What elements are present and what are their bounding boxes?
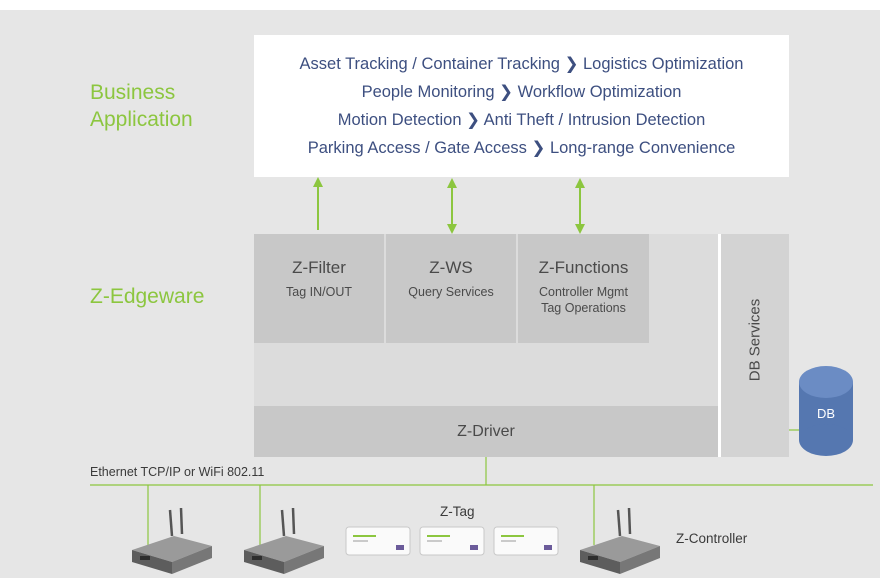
benefit-text: Long-range Convenience [549, 139, 736, 157]
z-tag-label: Z-Tag [440, 504, 475, 519]
benefit-text: Logistics Optimization [582, 55, 744, 73]
z-filter-module: Z-Filter Tag IN/OUT [254, 234, 384, 343]
chevron-right-icon: ❯ [499, 83, 513, 101]
business-line: Parking Access / Gate Access ❯ Long-rang… [254, 134, 789, 162]
tag-card-icon [419, 526, 485, 556]
z-functions-module: Z-Functions Controller Mgmt Tag Operatio… [518, 234, 649, 343]
db-services-block [721, 234, 789, 457]
business-application-box: Asset Tracking / Container Tracking ❯ Lo… [254, 35, 789, 177]
chevron-right-icon: ❯ [466, 111, 480, 129]
z-edgeware-label: Z-Edgeware [90, 285, 205, 308]
z-controller-label: Z-Controller [676, 531, 748, 546]
module-subtitle-line: Controller Mgmt [539, 285, 628, 299]
divider [718, 234, 721, 457]
controller-device-icon [132, 507, 212, 574]
z-driver-bar: Z-Driver [254, 406, 718, 457]
business-line: Motion Detection ❯ Anti Theft / Intrusio… [254, 106, 789, 134]
module-title: Z-Filter [292, 258, 346, 277]
module-title: Z-WS [429, 258, 473, 277]
chevron-right-icon: ❯ [531, 139, 546, 157]
database-icon [789, 366, 853, 456]
module-title: Z-Functions [538, 258, 629, 277]
business-line: Asset Tracking / Container Tracking ❯ Lo… [254, 50, 789, 78]
module-subtitle: Query Services [408, 285, 494, 299]
module-subtitle: Controller Mgmt Tag Operations [518, 284, 649, 316]
use-case-text: Parking Access / Gate Access [307, 139, 527, 157]
use-case-text: People Monitoring [361, 83, 495, 101]
business-application-label: Business Application [90, 81, 193, 131]
top-strip [0, 0, 880, 10]
chevron-right-icon: ❯ [564, 55, 579, 73]
z-ws-module: Z-WS Query Services [386, 234, 516, 343]
benefit-text: Anti Theft / Intrusion Detection [483, 111, 706, 129]
use-case-text: Motion Detection [337, 111, 462, 129]
module-subtitle-line: Tag Operations [541, 301, 626, 315]
controller-device-icon [244, 507, 324, 574]
business-line: People Monitoring ❯ Workflow Optimizatio… [254, 78, 789, 106]
module-subtitle: Tag IN/OUT [286, 285, 352, 299]
tag-card-icon [493, 526, 559, 556]
benefit-text: Workflow Optimization [517, 83, 682, 101]
db-label: DB [816, 406, 836, 421]
tag-card-icon [345, 526, 411, 556]
use-case-text: Asset Tracking / Container Tracking [299, 55, 560, 73]
controller-device-icon [580, 507, 660, 574]
network-label: Ethernet TCP/IP or WiFi 802.11 [90, 465, 265, 479]
